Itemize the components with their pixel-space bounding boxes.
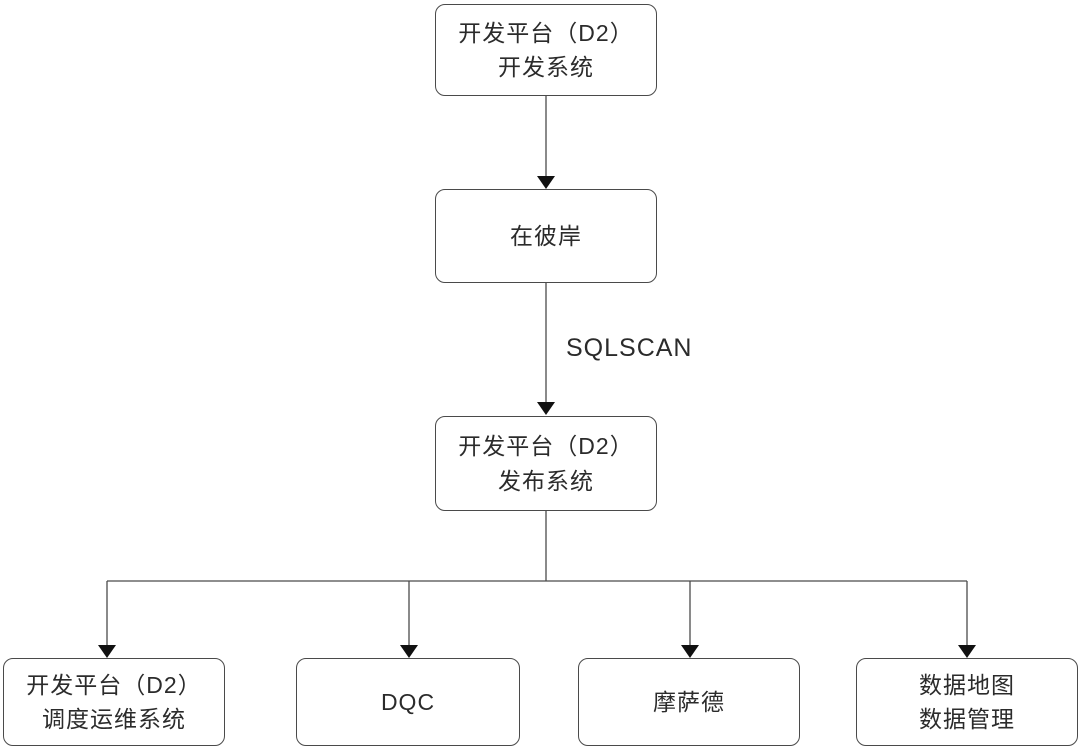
node-dev-platform-scheduling-ops: 开发平台（D2） 调度运维系统 [3, 658, 225, 746]
node-zai-bi-an: 在彼岸 [435, 189, 657, 283]
arrowhead-icon [958, 645, 976, 658]
edge-dev-system-to-zaibian [537, 96, 555, 189]
arrowhead-icon [98, 645, 116, 658]
node-dev-platform-release-system: 开发平台（D2） 发布系统 [435, 416, 657, 511]
edge-zaibian-to-release-system [537, 283, 555, 415]
arrowhead-icon [537, 176, 555, 189]
node-dqc: DQC [296, 658, 520, 746]
node-dev-platform-dev-system: 开发平台（D2） 开发系统 [435, 4, 657, 96]
arrowhead-icon [681, 645, 699, 658]
node-data-map-data-management: 数据地图 数据管理 [856, 658, 1078, 746]
arrowhead-icon [537, 402, 555, 415]
arrowhead-icon [400, 645, 418, 658]
edge-label-sqlscan: SQLSCAN [566, 334, 693, 362]
node-mo-sa-de: 摩萨德 [578, 658, 800, 746]
edge-release-system-fanout [98, 511, 976, 658]
